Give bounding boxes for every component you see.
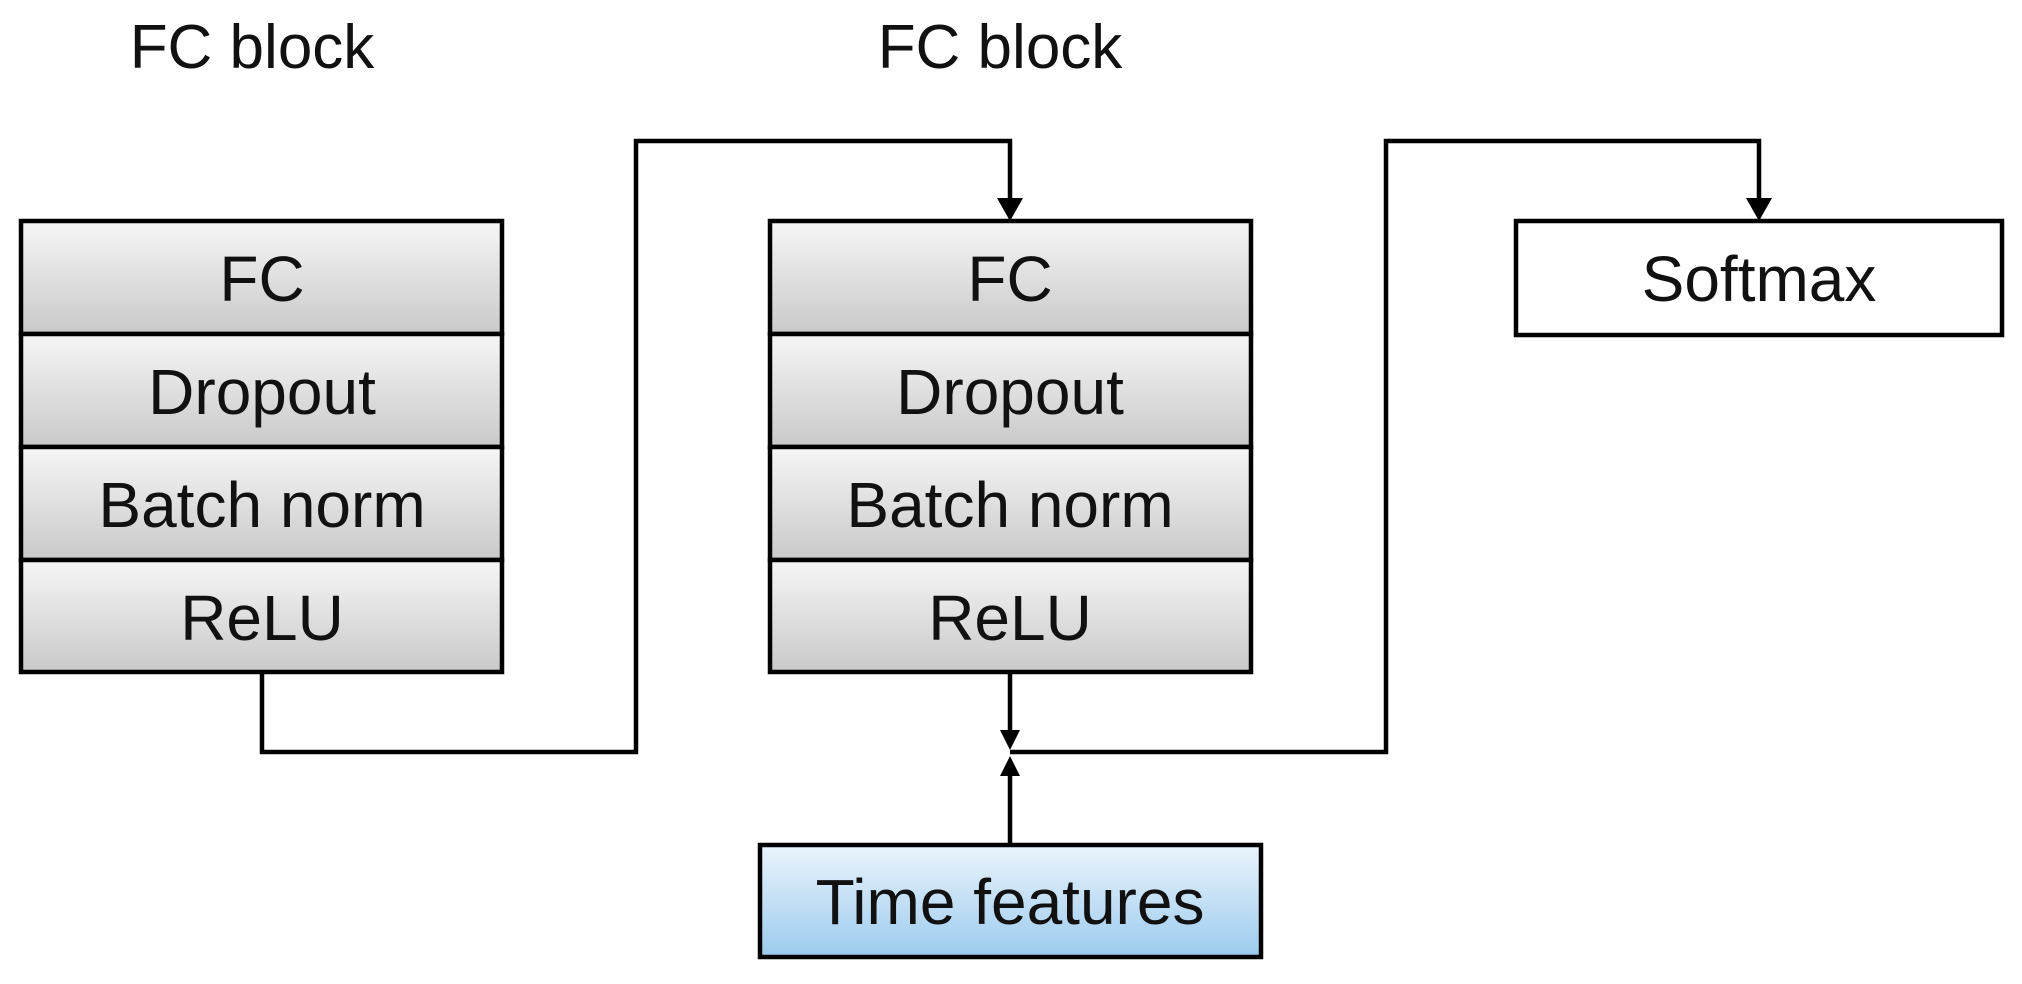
arrowhead-softmax-input bbox=[1746, 198, 1772, 221]
fc-block-1-layer-relu: ReLU bbox=[18, 557, 505, 675]
arrowhead-merge-from-time-features bbox=[1000, 756, 1020, 776]
fc-block-1-layer-batch-norm: Batch norm bbox=[18, 444, 505, 563]
fc-block-2-layer-relu: ReLU bbox=[767, 557, 1254, 675]
fc-block-2-layer-dropout: Dropout bbox=[767, 331, 1254, 450]
softmax-box: Softmax bbox=[1513, 218, 2005, 338]
fc-block-2-layer-fc-label: FC bbox=[967, 243, 1052, 315]
fc-block-1-layer-fc: FC bbox=[18, 218, 505, 337]
fc-block-1: FC block FC Dropout Batch norm ReLU bbox=[18, 13, 505, 675]
fc-block-2-layer-fc: FC bbox=[767, 218, 1254, 337]
fc-block-1-layer-fc-label: FC bbox=[219, 243, 304, 315]
fc-block-1-title: FC block bbox=[130, 13, 376, 82]
fc-block-2-layer-dropout-label: Dropout bbox=[896, 356, 1124, 428]
arrowhead-block2-input bbox=[997, 198, 1023, 221]
fc-block-2-title: FC block bbox=[878, 13, 1124, 82]
connector-merge-to-softmax bbox=[1010, 138, 1762, 755]
arrowhead-merge-from-block2 bbox=[1000, 730, 1020, 750]
time-features-label: Time features bbox=[816, 866, 1205, 938]
fc-block-1-layer-dropout: Dropout bbox=[18, 331, 505, 450]
softmax-label: Softmax bbox=[1642, 243, 1877, 315]
fc-block-2: FC block FC Dropout Batch norm ReLU bbox=[767, 13, 1254, 675]
fc-block-2-layer-batch-norm-label: Batch norm bbox=[846, 469, 1173, 541]
fc-block-1-layer-batch-norm-label: Batch norm bbox=[98, 469, 425, 541]
time-features-box: Time features bbox=[757, 842, 1264, 960]
connector-block1-to-block2 bbox=[259, 138, 1013, 755]
fc-block-1-layer-relu-label: ReLU bbox=[180, 582, 344, 654]
fc-block-1-layer-dropout-label: Dropout bbox=[148, 356, 376, 428]
fc-block-2-layer-batch-norm: Batch norm bbox=[767, 444, 1254, 563]
fc-block-2-layer-relu-label: ReLU bbox=[928, 582, 1092, 654]
